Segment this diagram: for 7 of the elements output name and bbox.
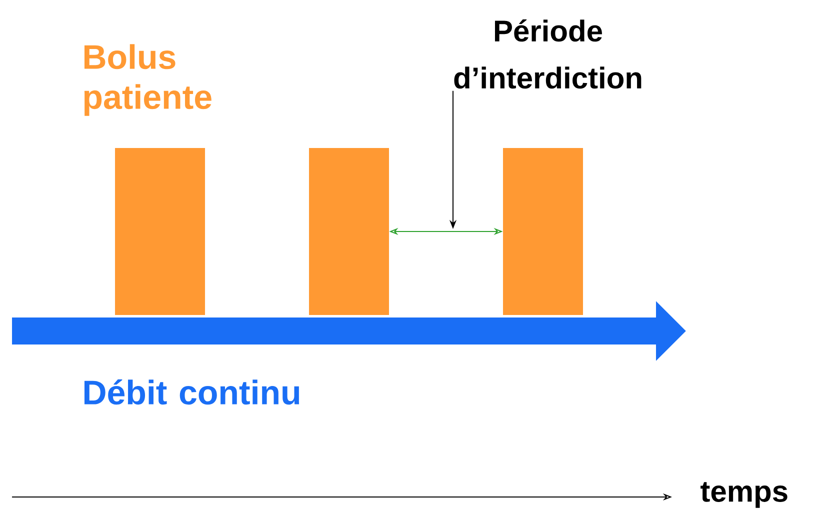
label-text: Bolus patiente — [84, 44, 212, 116]
heading-text: Période d’interdiction — [454, 19, 642, 89]
bolus-bar — [115, 148, 205, 315]
axis-label: temps — [700, 482, 788, 508]
bolus-bar — [503, 148, 583, 315]
label-text: Débit continu — [84, 379, 300, 405]
bolus-bar — [309, 148, 389, 315]
